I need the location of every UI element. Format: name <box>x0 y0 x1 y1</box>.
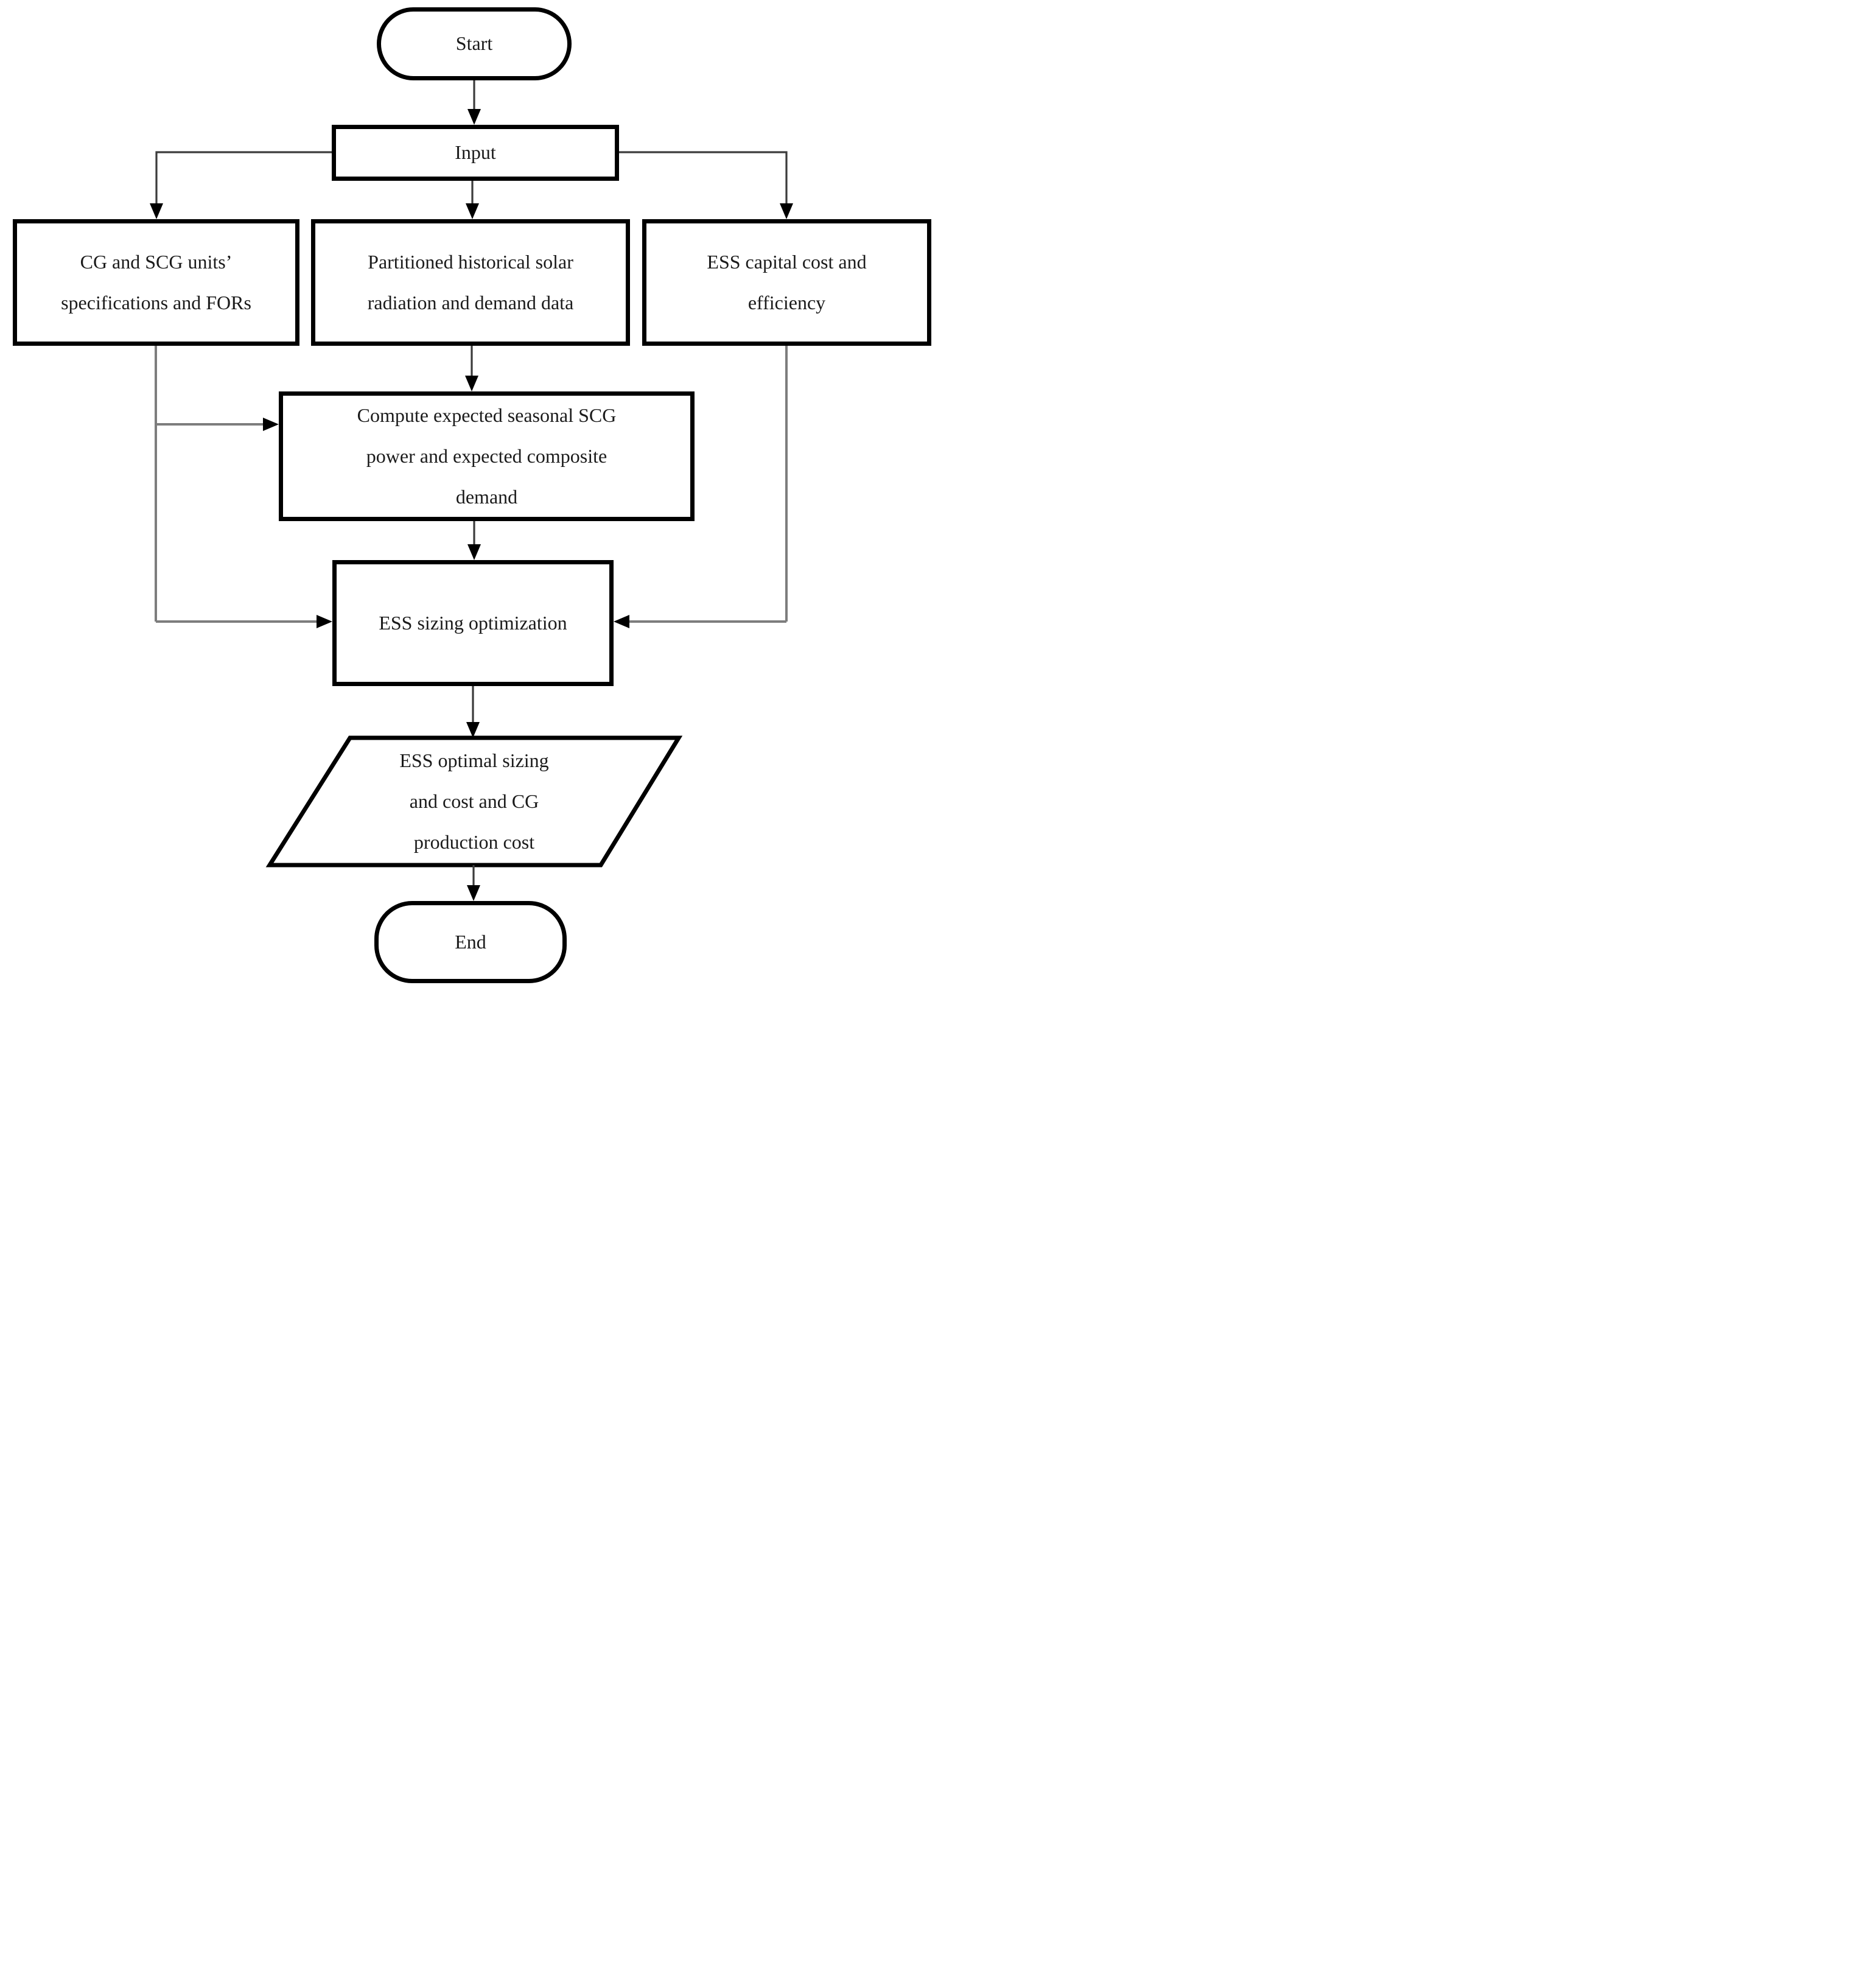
node-start-label: Start <box>455 32 493 55</box>
node-start: Start <box>377 7 572 80</box>
node-solar-demand-data-line: radiation and demand data <box>367 292 574 314</box>
node-compute-expected-line: power and expected composite <box>366 444 607 467</box>
node-ess-output-line: production cost <box>413 831 535 854</box>
node-end-label: End <box>455 930 486 953</box>
node-solar-demand-data: Partitioned historical solar radiation a… <box>311 219 630 346</box>
arrow-ess-capital-to-ess-sizing <box>614 615 786 628</box>
node-solar-demand-data-line: Partitioned historical solar <box>368 250 573 273</box>
arrow-input-to-solar-data <box>466 181 479 219</box>
node-input: Input <box>332 125 619 181</box>
node-end: End <box>374 901 567 983</box>
node-cg-scg-specs-line: specifications and FORs <box>61 292 251 314</box>
arrow-ess-sizing-to-output <box>466 686 480 738</box>
node-ess-output: ESS optimal sizing and cost and CG produ… <box>310 740 639 863</box>
node-compute-expected-line: Compute expected seasonal SCG <box>357 404 617 426</box>
node-ess-sizing-optimization: ESS sizing optimization <box>332 560 614 686</box>
arrow-output-to-end <box>467 865 480 901</box>
node-ess-output-line: ESS optimal sizing <box>399 749 549 771</box>
arrow-cg-scg-to-compute <box>156 418 279 431</box>
arrow-start-to-input <box>467 80 481 125</box>
node-ess-output-line: and cost and CG <box>409 790 539 812</box>
connector-layer <box>150 80 793 901</box>
arrow-input-to-ess-capital <box>619 151 793 219</box>
arrow-compute-to-ess-sizing <box>467 521 481 560</box>
flowchart: Start Input CG and SCG units’ specificat… <box>0 0 938 992</box>
node-compute-expected-line: demand <box>455 486 518 508</box>
node-input-label: Input <box>455 141 496 164</box>
parallelogram-shape <box>265 735 683 868</box>
node-cg-scg-specs: CG and SCG units’ specifications and FOR… <box>13 219 299 346</box>
arrow-input-to-cg-scg <box>150 151 332 219</box>
arrow-solar-data-to-compute <box>465 346 478 391</box>
node-ess-capital-cost-line: ESS capital cost and <box>707 250 867 273</box>
node-compute-expected: Compute expected seasonal SCG power and … <box>279 391 695 521</box>
node-cg-scg-specs-line: CG and SCG units’ <box>80 250 233 273</box>
arrow-cg-scg-to-ess-sizing <box>156 615 332 628</box>
node-ess-sizing-optimization-label: ESS sizing optimization <box>379 611 567 634</box>
node-ess-capital-cost: ESS capital cost and efficiency <box>642 219 931 346</box>
node-ess-capital-cost-line: efficiency <box>747 292 826 314</box>
